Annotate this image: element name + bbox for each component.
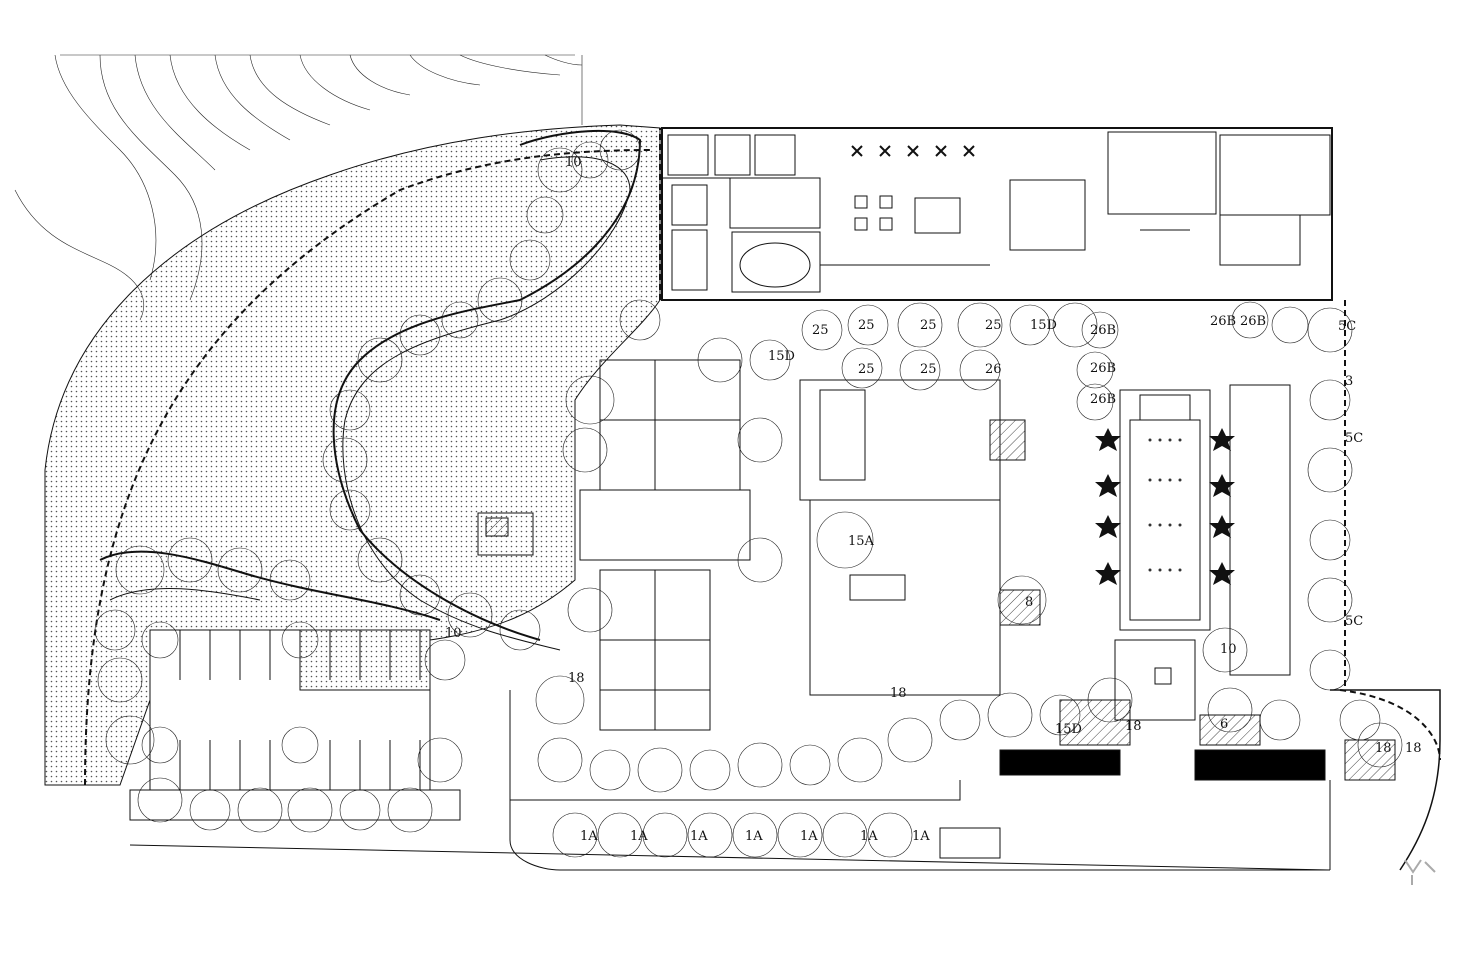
central-courtyard <box>799 379 1041 696</box>
parking-lot <box>129 629 461 821</box>
plant-label: 3 <box>1345 374 1353 389</box>
plant-label: 25 <box>985 318 1002 333</box>
plant-label: 25 <box>858 362 875 377</box>
plant-label: 26B <box>1090 392 1116 407</box>
plant-label: 18 <box>1405 741 1422 756</box>
center-labels: 15A 15D 18 8 <box>848 534 1082 737</box>
plant-label: 10 <box>565 155 582 170</box>
plant-label: 1A <box>800 829 818 844</box>
plant-label: 5C <box>1345 431 1363 446</box>
plant-label: 25 <box>920 318 937 333</box>
plant-label: 15D <box>768 349 795 364</box>
plant-label: 6 <box>1220 717 1228 732</box>
plant-label: 1A <box>690 829 708 844</box>
plant-label: 25 <box>858 318 875 333</box>
cross-marks <box>851 145 975 157</box>
courtyard-trees <box>801 302 1248 673</box>
plant-label: 18 <box>890 686 907 701</box>
plant-label: 5C <box>1338 319 1356 334</box>
plant-label: 25 <box>812 323 829 338</box>
east-courtyard <box>1114 384 1291 721</box>
plant-label: 1A <box>860 829 878 844</box>
plant-label: 1A <box>580 829 598 844</box>
plant-label: 1A <box>912 829 930 844</box>
planting-bands <box>99 129 642 651</box>
courtyard-labels: 25 25 25 15D 25 25 25 26 26B 26B 26B 15D… <box>768 314 1266 407</box>
bottom-row-labels: 1A 1A 1A 1A 1A 1A 1A <box>580 829 930 844</box>
lawn-feature <box>477 512 534 556</box>
east-labels: 5C 5C 5C 3 10 18 18 18 6 <box>1125 319 1422 756</box>
plant-label: 1A <box>745 829 763 844</box>
pool-dots <box>1148 438 1182 572</box>
plant-label: 18 <box>1375 741 1392 756</box>
plant-label: 26B <box>1090 323 1116 338</box>
main-building <box>661 127 1333 301</box>
west-wing <box>579 359 751 731</box>
plant-label: 10 <box>445 626 462 641</box>
plant-label: 5C <box>1345 614 1363 629</box>
road <box>129 689 1441 871</box>
property-boundary <box>659 128 1346 690</box>
lawn-area <box>44 124 661 786</box>
plant-label: 26B <box>1240 314 1266 329</box>
palm-symbols <box>1095 428 1235 585</box>
bottom-tree-row <box>552 812 913 858</box>
plant-label: 18 <box>568 671 585 686</box>
hatched-planters <box>999 699 1396 781</box>
plant-label: 18 <box>1125 719 1142 734</box>
contour-lines <box>14 54 583 321</box>
plant-label: 10 <box>1220 642 1237 657</box>
plant-label: 25 <box>920 362 937 377</box>
plant-label: 26B <box>1090 361 1116 376</box>
plant-label: 1A <box>630 829 648 844</box>
plant-label: 15A <box>848 534 875 549</box>
plant-label: 8 <box>1025 595 1033 610</box>
corner-mark <box>1404 859 1436 885</box>
plant-label: 26B <box>1210 314 1236 329</box>
plant-label: 15D <box>1055 722 1082 737</box>
plant-label: 26 <box>985 362 1002 377</box>
plant-label: 15D <box>1030 318 1057 333</box>
west-labels: 10 10 18 <box>445 155 585 686</box>
